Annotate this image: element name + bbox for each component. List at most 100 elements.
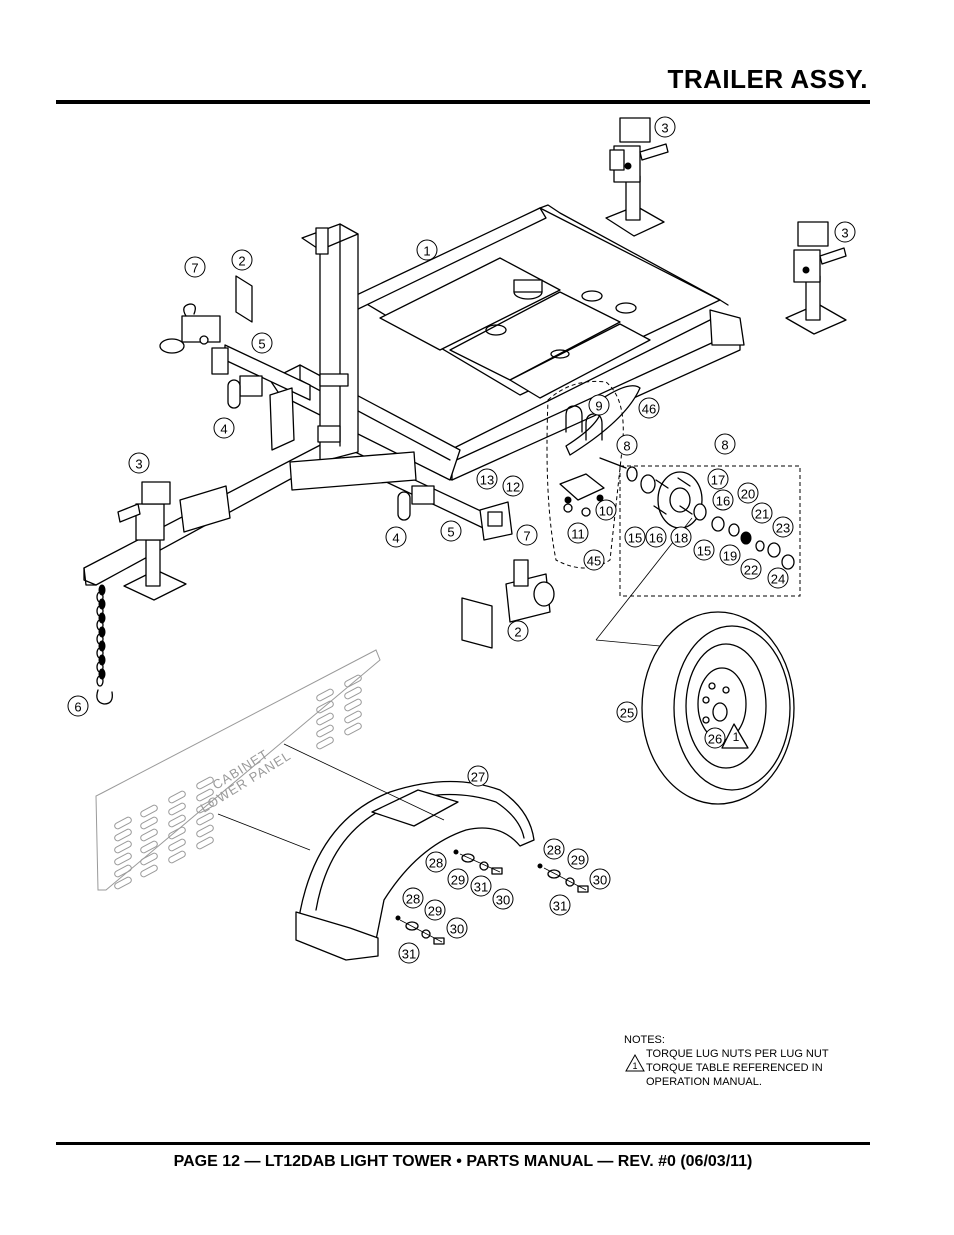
svg-text:30: 30 [450,922,464,937]
callout-20: 20 [737,482,759,504]
callout-28: 28 [543,838,565,860]
note-line-2: TORQUE TABLE REFERENCED IN [646,1062,823,1074]
callout-15: 15 [624,526,646,548]
svg-text:23: 23 [776,521,790,536]
louver-slot [196,788,214,802]
svg-text:2: 2 [238,254,245,269]
svg-text:12: 12 [506,480,520,495]
svg-text:8: 8 [721,438,728,453]
callout-30: 30 [589,868,611,890]
jack-front [117,481,187,601]
svg-text:31: 31 [553,899,567,914]
louver-slot [316,688,334,702]
svg-text:28: 28 [406,892,420,907]
louver-slot [140,804,158,818]
svg-text:5: 5 [447,525,454,540]
svg-text:3: 3 [135,457,142,472]
louver-slot [316,712,334,726]
fender-hardware [395,849,589,945]
svg-text:4: 4 [220,422,227,437]
tie-loops [227,379,411,521]
trailer-frame [83,204,745,586]
svg-text:21: 21 [755,507,769,522]
svg-text:17: 17 [711,473,725,488]
callout-3: 3 [128,452,150,474]
svg-text:7: 7 [191,261,198,276]
wheel: 1 [595,517,795,805]
svg-text:45: 45 [587,554,601,569]
louver-slot [196,824,214,838]
callout-29: 29 [447,868,469,890]
louver-slot [196,812,214,826]
callout-13: 13 [476,468,498,490]
chain-link [96,675,104,687]
callout-16: 16 [645,526,667,548]
svg-text:1: 1 [632,1061,637,1071]
callout-31: 31 [470,875,492,897]
svg-text:2: 2 [514,625,521,640]
fender [217,743,535,961]
svg-text:31: 31 [402,947,416,962]
coupler-front [461,559,555,649]
callout-7: 7 [516,524,538,546]
svg-text:31: 31 [474,880,488,895]
svg-text:19: 19 [723,549,737,564]
callout-30: 30 [446,917,468,939]
callout-28: 28 [425,851,447,873]
svg-text:3: 3 [661,121,668,136]
callout-12: 12 [502,475,524,497]
svg-text:6: 6 [74,700,81,715]
safety-chain [96,584,113,705]
notes-block: NOTES: 1 TORQUE LUG NUTS PER LUG NUT TOR… [624,1033,829,1089]
louver-slot [196,836,214,850]
callout-16: 16 [712,489,734,511]
callout-19: 19 [719,544,741,566]
callout-27: 27 [467,765,489,787]
callout-17: 17 [707,468,729,490]
callout-8: 8 [616,434,638,456]
louver-slot [316,724,334,738]
callout-11: 11 [567,522,589,544]
louver-slot [114,852,132,866]
louver-slot [168,826,186,840]
coupler-rear [159,275,253,354]
jack-rear [605,117,669,237]
svg-text:9: 9 [595,399,602,414]
callout-2: 2 [231,249,253,271]
louver-slot [140,816,158,830]
louver-slot [168,790,186,804]
svg-text:3: 3 [841,226,848,241]
svg-text:1: 1 [423,244,430,259]
louver-slot [316,736,334,750]
wheel-torque-marker: 1 [733,730,740,744]
svg-text:10: 10 [599,504,613,519]
u-bolt-detail [546,380,624,569]
callout-4: 4 [213,417,235,439]
svg-text:22: 22 [744,563,758,578]
note-line-3: OPERATION MANUAL. [646,1076,762,1088]
svg-text:28: 28 [429,856,443,871]
svg-text:46: 46 [642,402,656,417]
callout-46: 46 [638,397,660,419]
svg-text:29: 29 [451,873,465,888]
louver-slot [114,828,132,842]
callout-23: 23 [772,516,794,538]
svg-text:8: 8 [623,439,630,454]
callout-25: 25 [616,701,638,723]
footer-rule [56,1142,870,1145]
louver-slot [344,674,362,688]
page-footer: PAGE 12 — LT12DAB LIGHT TOWER • PARTS MA… [173,1153,753,1170]
svg-text:29: 29 [428,904,442,919]
louver-slot [168,838,186,852]
callout-24: 24 [767,567,789,589]
callout-18: 18 [670,526,692,548]
louver-slot [344,698,362,712]
callout-29: 29 [567,848,589,870]
svg-text:18: 18 [674,531,688,546]
louver-slot [168,850,186,864]
louver-slot [344,686,362,700]
callout-15: 15 [693,539,715,561]
